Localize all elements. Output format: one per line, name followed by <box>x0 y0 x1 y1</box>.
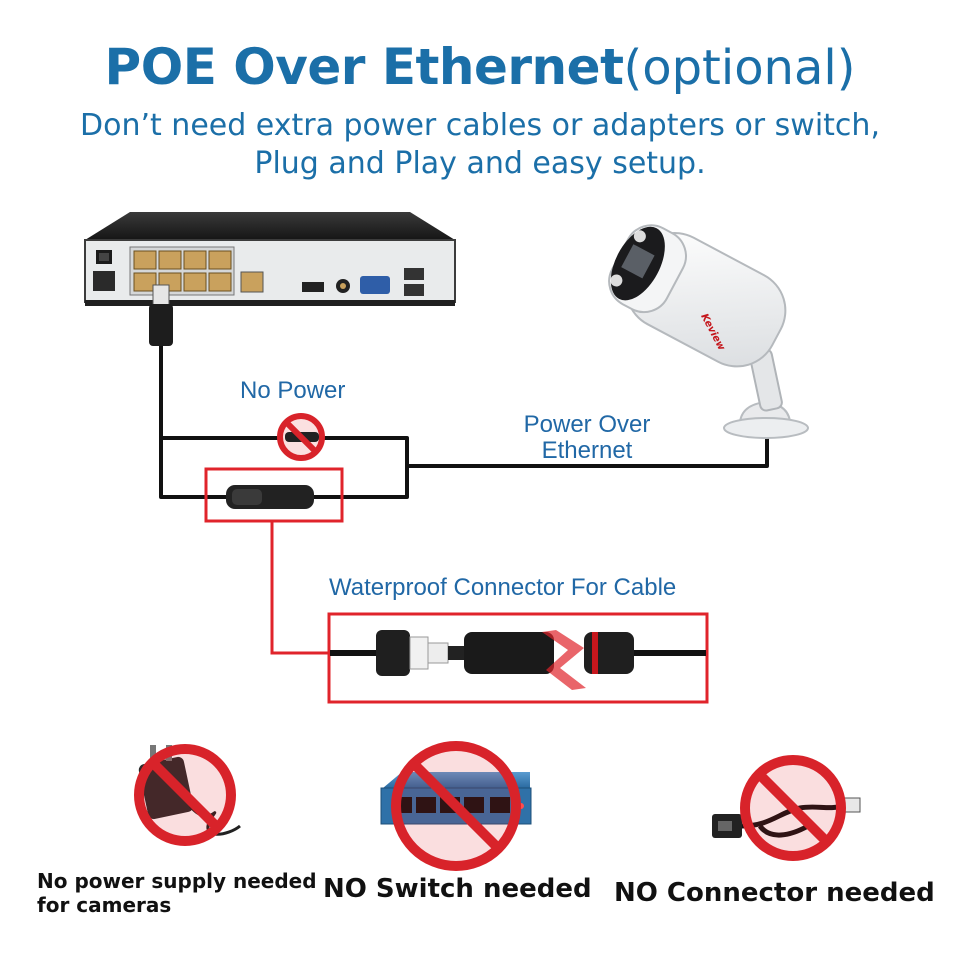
poe-ports-icon <box>129 246 235 296</box>
waterproof-cap-icon <box>376 630 410 676</box>
title-optional: (optional) <box>623 40 856 96</box>
caption-no-power-supply-line-1: No power supply needed <box>37 869 317 893</box>
subtitle-line-2: Plug and Play and easy setup. <box>254 146 706 181</box>
caption-no-switch: NO Switch needed <box>323 874 592 904</box>
poe-label: Power Over Ethernet <box>516 412 658 464</box>
vga-port-icon <box>360 276 390 294</box>
highlight-leader-line <box>270 521 330 655</box>
splitter-connector-prohibit-icon <box>712 755 861 861</box>
power-adapter-prohibit-icon <box>134 744 241 846</box>
waterproof-connector-label: Waterproof Connector For Cable <box>329 574 677 601</box>
subtitle-line-1: Don’t need extra power cables or adapter… <box>80 108 880 143</box>
network-switch-prohibit-icon <box>380 741 532 871</box>
ethernet-cable <box>159 346 769 499</box>
waterproof-body-icon <box>464 632 554 674</box>
bullet-camera <box>608 224 809 439</box>
caption-no-power-supply: No power supply needed for cameras <box>37 869 317 917</box>
lan-port-icon <box>240 271 264 293</box>
title-main: POE Over Ethernet <box>104 38 624 96</box>
power-switch-icon <box>96 250 112 264</box>
usb-ports-icon <box>404 268 424 296</box>
no-power-prohibit-icon <box>277 413 325 461</box>
page-title: POE Over Ethernet(optional) <box>0 38 960 96</box>
caption-no-power-supply-line-2: for cameras <box>37 893 172 917</box>
poe-label-line-1: Power Over <box>523 411 651 438</box>
hdmi-port-icon <box>302 282 324 292</box>
nvr-recorder <box>84 212 456 306</box>
no-power-label: No Power <box>240 377 346 404</box>
rj45-plug-icon <box>149 284 173 346</box>
poe-label-line-2: Ethernet <box>541 437 633 464</box>
camera-port-icon <box>584 632 634 674</box>
waterproof-connector-box <box>327 612 709 704</box>
highlight-box-injector <box>204 467 344 523</box>
dc-power-port-icon <box>93 271 115 291</box>
caption-no-connector: NO Connector needed <box>614 878 935 908</box>
